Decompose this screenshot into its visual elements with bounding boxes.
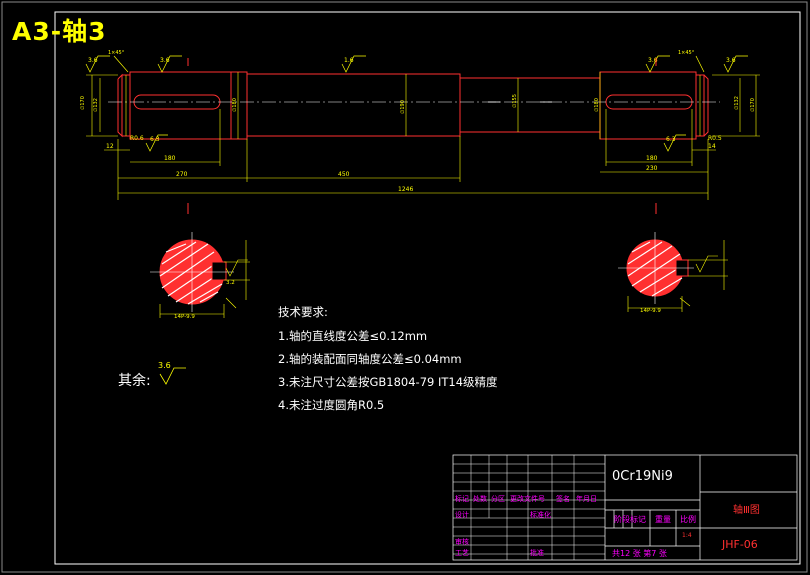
tb-row-label-1: 标记	[455, 495, 469, 503]
title-block-grid	[453, 455, 605, 560]
dim-180-left: 180	[164, 155, 176, 162]
tech-item-2: 2.轴的装配面同轴度公差≤0.04mm	[278, 352, 462, 366]
section-left-label: 14P-9.9	[174, 314, 195, 320]
tb-approved: 批准	[530, 549, 544, 557]
dim-270: 270	[176, 171, 188, 178]
svg-text:∅155: ∅155	[512, 94, 518, 108]
tb-standardization: 标准化	[530, 511, 551, 519]
svg-text:∅180: ∅180	[594, 98, 600, 112]
rest-note-roughness: 3.6	[158, 361, 171, 370]
drawing-name-text: 轴Ⅲ图	[733, 505, 760, 516]
roughness-values: 3.6 3.6 1.6 3.6 3.6 6.3 6.3	[88, 57, 736, 143]
svg-text:∅132: ∅132	[734, 96, 740, 110]
tb-weight: 重量	[655, 515, 671, 524]
length-dims	[104, 109, 716, 200]
dim-chamfer-right: 1×45°	[678, 50, 695, 56]
drawing-no-text: JHF-06	[722, 538, 758, 551]
svg-text:∅170: ∅170	[80, 96, 86, 110]
dim-texts-vertical: ∅170 ∅132 ∅180 ∅190 ∅155 ∅180 ∅132 ∅170	[80, 94, 756, 114]
section-left: 14P-9.9 3.2	[150, 232, 250, 320]
svg-text:∅190: ∅190	[400, 100, 406, 114]
tb-process: 工艺	[455, 549, 469, 557]
svg-text:∅132: ∅132	[93, 98, 99, 112]
dim-230: 230	[646, 165, 658, 172]
diameter-dims	[86, 72, 760, 139]
svg-text:∅170: ∅170	[750, 98, 756, 112]
svg-text:6.3: 6.3	[666, 136, 676, 143]
dim-450: 450	[338, 171, 350, 178]
svg-text:3.6: 3.6	[648, 57, 658, 64]
dim-14: 14	[708, 143, 716, 150]
tech-item-1: 1.轴的直线度公差≤0.12mm	[278, 329, 428, 343]
drawing-title: A3-轴3	[12, 17, 107, 46]
section-right: 14P-9.9	[618, 232, 728, 314]
svg-text:3.6: 3.6	[726, 57, 736, 64]
tech-item-3: 3.未注尺寸公差按GB1804-79 IT14级精度	[278, 375, 498, 389]
roughness-symbols	[85, 55, 748, 152]
tb-row-label-5: 签名	[556, 495, 570, 503]
tb-row-label-6: 年月日	[576, 495, 597, 503]
dim-r-left: R0.6	[130, 135, 144, 142]
tb-stage-mark: 阶段标记	[614, 515, 646, 524]
tb-designer: 设计	[455, 511, 469, 519]
inner-frame	[54, 11, 801, 565]
svg-text:3.6: 3.6	[88, 57, 98, 64]
svg-text:3.6: 3.6	[160, 57, 170, 64]
svg-text:∅180: ∅180	[232, 98, 238, 112]
tb-row-label-4: 更改文件号	[510, 495, 545, 503]
tb-scale: 比例	[680, 515, 696, 524]
dim-chamfer-left: 1×45°	[108, 50, 125, 56]
svg-text:1.6: 1.6	[344, 57, 354, 64]
tech-item-4: 4.未注过度圆角R0.5	[278, 398, 385, 412]
rest-roughness-symbol	[159, 367, 186, 385]
section-cut-marks	[187, 58, 657, 214]
dim-12: 12	[106, 143, 114, 150]
title-block	[452, 454, 798, 561]
section-right-label: 14P-9.9	[640, 308, 661, 314]
tb-row-label-3: 分区	[491, 495, 505, 503]
scale-value-text: 1:4	[682, 532, 692, 539]
shaft-main-view	[117, 71, 709, 140]
dim-r-right: R0.5	[708, 135, 722, 142]
rest-note-label: 其余:	[118, 373, 151, 389]
section-left-ra: 3.2	[226, 280, 235, 286]
tb-checker: 审核	[455, 538, 469, 546]
dim-180-right: 180	[646, 155, 658, 162]
tb-sheets: 共12 张 第7 张	[612, 549, 667, 558]
dim-overall-length: 1246	[398, 186, 413, 193]
svg-text:6.3: 6.3	[150, 136, 160, 143]
tb-row-label-2: 处数	[473, 495, 487, 503]
tech-heading: 技术要求:	[278, 305, 328, 319]
material-text: 0Cr19Ni9	[612, 469, 673, 484]
